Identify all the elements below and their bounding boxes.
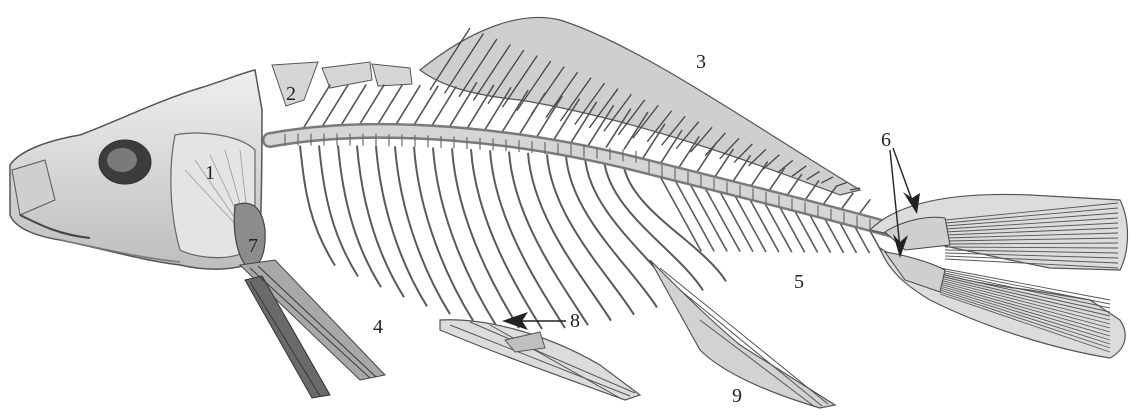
pectoral-fin [240, 260, 385, 398]
skull [10, 70, 262, 269]
anal-fin [650, 260, 835, 408]
rib [300, 146, 335, 266]
rib [490, 150, 565, 328]
haemal-spine [780, 207, 805, 252]
haemal-spine [720, 192, 753, 252]
label-1: 1 [205, 163, 215, 183]
rib [376, 146, 427, 306]
haemal-spine [765, 204, 792, 253]
rib [509, 152, 588, 326]
label-9: 9 [732, 386, 742, 406]
label-7: 7 [248, 236, 258, 256]
haemal-spine [660, 176, 701, 251]
label-8: 8 [570, 311, 580, 331]
rib [566, 156, 657, 308]
label-4: 4 [373, 317, 383, 337]
label-3: 3 [696, 52, 706, 72]
label-6: 6 [881, 130, 891, 150]
haemal-spine [735, 196, 766, 252]
rib [395, 146, 450, 314]
caudal-fin [870, 194, 1128, 358]
rib [433, 148, 496, 326]
label-5: 5 [794, 272, 804, 292]
pelvic-fin [440, 320, 640, 400]
rib [319, 145, 358, 276]
label-2: 2 [286, 84, 296, 104]
haemal-spine [750, 200, 779, 253]
rib [414, 147, 473, 321]
